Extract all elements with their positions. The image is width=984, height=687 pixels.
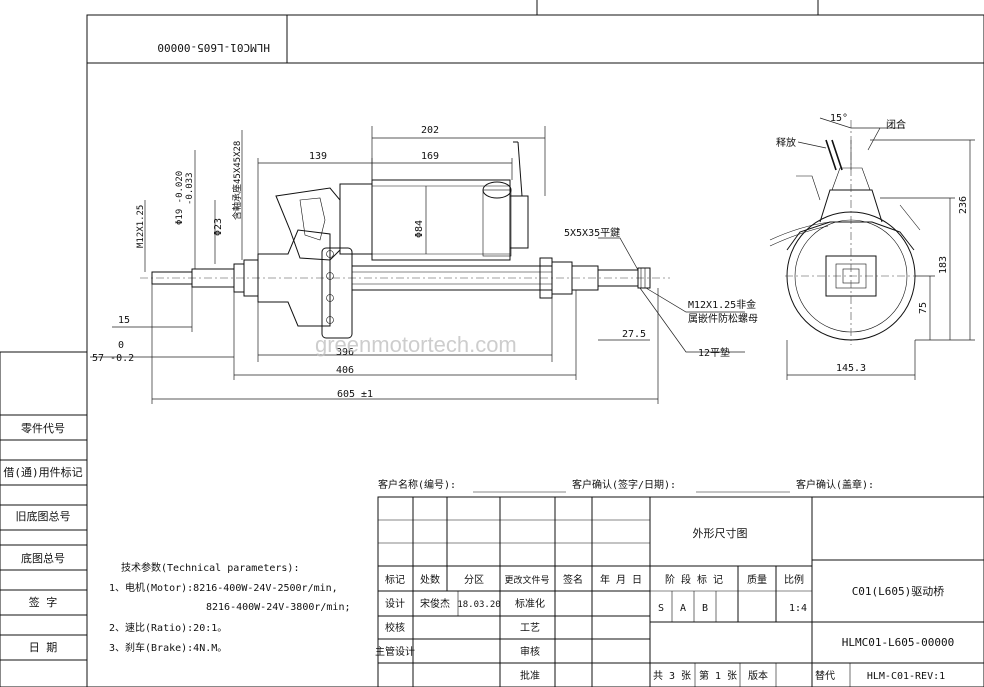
weight-label: 质量 bbox=[747, 574, 767, 586]
part-name: C01(L605)驱动桥 bbox=[852, 585, 945, 598]
mirrored-drawing-number: HLMC01-L605-00000 bbox=[157, 41, 270, 54]
stage-a: A bbox=[680, 603, 686, 614]
drawing-frame bbox=[86, 0, 984, 687]
callout-nut-2: 属嵌件防松螺母 bbox=[688, 312, 758, 325]
drawing-title: 外形尺寸图 bbox=[693, 526, 748, 540]
dim-dia23: Φ23 bbox=[213, 218, 224, 236]
design-date: 18.03.20 bbox=[457, 600, 500, 610]
callout-nut-1: M12X1.25非金 bbox=[688, 298, 756, 311]
dim-605: 605 ±1 bbox=[337, 389, 373, 400]
tech-params-ratio: 2、速比(Ratio):20:1。 bbox=[109, 622, 227, 634]
dim-angle-15: 15° bbox=[830, 113, 848, 124]
label-date: 日 期 bbox=[29, 641, 58, 654]
label-borrow-mark: 借(通)用件标记 bbox=[3, 465, 82, 479]
callout-washer: 12平墊 bbox=[698, 346, 730, 359]
left-column-table bbox=[0, 351, 88, 687]
header-count: 处数 bbox=[420, 573, 440, 586]
row-standardization: 标准化 bbox=[515, 597, 545, 610]
header-mark: 标记 bbox=[385, 574, 405, 586]
dim-169: 169 bbox=[421, 151, 439, 162]
scale-label: 比例 bbox=[784, 573, 804, 586]
sheet-number: 第 1 张 bbox=[699, 669, 737, 682]
customer-name-label: 客户名称(编号): bbox=[378, 478, 456, 491]
dim-dia19-tol: -0.033 bbox=[185, 172, 195, 205]
watermark: greenmotortech.com bbox=[315, 332, 517, 357]
tech-params-motor-2: 8216-400W-24V-3800r/min; bbox=[206, 602, 351, 613]
revision: HLM-C01-REV:1 bbox=[867, 671, 945, 682]
dim-145-3: 145.3 bbox=[836, 363, 866, 374]
dim-15: 15 bbox=[118, 315, 130, 326]
dim-183: 183 bbox=[938, 256, 949, 274]
dim-27-5: 27.5 bbox=[622, 329, 646, 340]
axle-front-view bbox=[140, 141, 670, 339]
header-zone: 分区 bbox=[464, 574, 484, 586]
stage-b: B bbox=[702, 603, 708, 614]
stage-mark-label: 阶 段 标 记 bbox=[665, 573, 723, 586]
dim-406: 406 bbox=[336, 365, 354, 376]
header-change-doc: 更改文件号 bbox=[504, 574, 549, 586]
label-part-code: 零件代号 bbox=[21, 422, 65, 435]
dim-bearing-seat: 含軸承座45X45X28 bbox=[231, 141, 243, 220]
tech-params-brake: 3、刹车(Brake):4N.M。 bbox=[109, 641, 227, 654]
row-check: 校核 bbox=[385, 621, 405, 634]
replace-label: 替代 bbox=[815, 669, 835, 682]
dim-396: 396 bbox=[336, 347, 354, 358]
label-signature: 签 字 bbox=[29, 595, 58, 609]
row-design: 设计 bbox=[385, 597, 405, 610]
drawing-number: HLMC01-L605-00000 bbox=[842, 636, 955, 649]
customer-sign-label: 客户确认(签字/日期): bbox=[572, 478, 676, 491]
row-chief-design: 主管设计 bbox=[375, 645, 415, 658]
row-approve: 批准 bbox=[520, 669, 540, 682]
tech-params-title: 技术参数(Technical parameters): bbox=[121, 561, 299, 574]
dim-dia84: Φ84 bbox=[414, 220, 425, 238]
dim-139: 139 bbox=[309, 151, 327, 162]
tech-params-motor-1: 1、电机(Motor):8216-400W-24V-2500r/min, bbox=[109, 581, 338, 594]
dim-thread-m12: M12X1.25 bbox=[136, 205, 146, 248]
total-sheets: 共 3 张 bbox=[653, 670, 691, 682]
label-old-drawing-no: 旧底图总号 bbox=[16, 509, 71, 523]
dim-236: 236 bbox=[958, 196, 969, 214]
front-view-dimensions bbox=[90, 126, 745, 404]
axle-side-view bbox=[769, 120, 921, 345]
side-view-dimensions bbox=[786, 117, 975, 380]
label-release: 释放 bbox=[776, 136, 796, 149]
designer-name: 宋俊杰 bbox=[420, 597, 450, 610]
header-signature: 签名 bbox=[563, 573, 583, 586]
label-drawing-no: 底图总号 bbox=[21, 551, 65, 565]
version-label: 版本 bbox=[748, 669, 768, 682]
customer-seal-label: 客户确认(盖章): bbox=[796, 478, 874, 491]
header-date: 年 月 日 bbox=[600, 573, 642, 586]
dim-202: 202 bbox=[421, 125, 439, 136]
row-process: 工艺 bbox=[520, 622, 540, 634]
callout-key: 5X5X35平鍵 bbox=[564, 226, 620, 239]
dim-75: 75 bbox=[918, 302, 929, 314]
label-close: 闭合 bbox=[886, 118, 906, 131]
dim-0: 0 bbox=[118, 340, 124, 351]
dim-57: 57 -0.2 bbox=[92, 353, 134, 364]
row-review: 审核 bbox=[520, 645, 540, 658]
dim-dia19: Φ19 -0.020 bbox=[175, 171, 185, 225]
title-block-grid bbox=[377, 496, 984, 687]
scale-value: 1:4 bbox=[789, 603, 807, 614]
stage-s: S bbox=[658, 603, 664, 614]
